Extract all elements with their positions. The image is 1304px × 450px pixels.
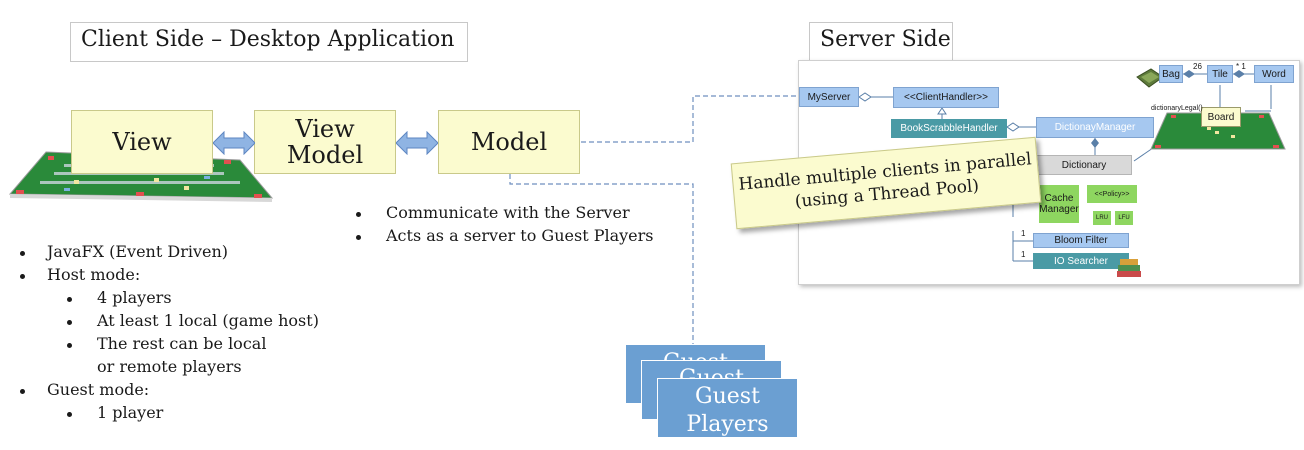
view-viewmodel-double-arrow [213, 131, 255, 155]
viewmodel-model-double-arrow [396, 131, 438, 155]
uml-dictionary: Dictionary [1036, 155, 1132, 175]
guest-card-3-line1: Guest [695, 384, 760, 409]
uml-lfu: LFU [1115, 211, 1133, 225]
bullet-javafx: JavaFX (Event Driven) [47, 242, 229, 261]
bullet-host-mode: Host mode: [47, 265, 141, 284]
bullet-acts-as-server: Acts as a server to Guest Players [386, 226, 654, 245]
uml-dictionary-manager: DictionayManager [1036, 117, 1154, 138]
model-box: Model [438, 110, 580, 174]
bullet-local-host: At least 1 local (game host) [97, 311, 319, 330]
guest-card-3-line2: Players [686, 412, 769, 437]
client-side-title: Client Side – Desktop Application [70, 22, 468, 62]
io-multiplicity: 1 [1021, 250, 1026, 259]
bloom-multiplicity: 1 [1021, 229, 1026, 238]
server-side-title: Server Side [809, 22, 953, 62]
uml-client-handler: <<ClientHandler>> [893, 87, 999, 108]
cache-manager-line1: Cache [1044, 193, 1074, 204]
bullet-rest-local: The rest can be local [97, 334, 267, 353]
uml-bag: Bag [1159, 65, 1183, 83]
model-label: Model [470, 127, 548, 156]
cache-manager-line2: Manager [1039, 204, 1079, 215]
view-model-box: View Model [254, 110, 396, 174]
bullet-rest-remote: or remote players [97, 357, 242, 376]
uml-board: Board [1201, 107, 1241, 127]
bullet-1-player: 1 player [97, 403, 164, 422]
bag-tile-multiplicity: 26 [1193, 62, 1202, 71]
view-model-label-line2: Model [286, 141, 364, 169]
books-icon [1117, 259, 1141, 277]
uml-bloom-filter: Bloom Filter [1033, 233, 1129, 248]
uml-bookscrabblehandler: BookScrabbleHandler [891, 119, 1007, 138]
uml-io-searcher: IO Searcher [1033, 253, 1129, 269]
bullet-guest-mode: Guest mode: [47, 380, 150, 399]
view-box: View [71, 110, 213, 174]
uml-lru: LRU [1093, 211, 1111, 225]
guest-players-card-3: Guest Players [657, 378, 798, 438]
uml-policy: <<Policy>> [1087, 185, 1137, 203]
uml-cache-manager: Cache Manager [1039, 185, 1079, 223]
uml-tile: Tile [1207, 65, 1233, 83]
view-model-label-line1: View [295, 114, 355, 143]
tile-word-multiplicity: * 1 [1236, 62, 1246, 71]
dictionary-legal-label: dictionaryLegal() [1151, 105, 1203, 112]
bullet-4-players: 4 players [97, 288, 172, 307]
uml-word: Word [1254, 65, 1294, 83]
uml-myserver: MyServer [799, 87, 859, 107]
view-label: View [112, 127, 172, 156]
bullet-communicate-server: Communicate with the Server [386, 203, 630, 222]
small-board-image [1150, 112, 1286, 150]
